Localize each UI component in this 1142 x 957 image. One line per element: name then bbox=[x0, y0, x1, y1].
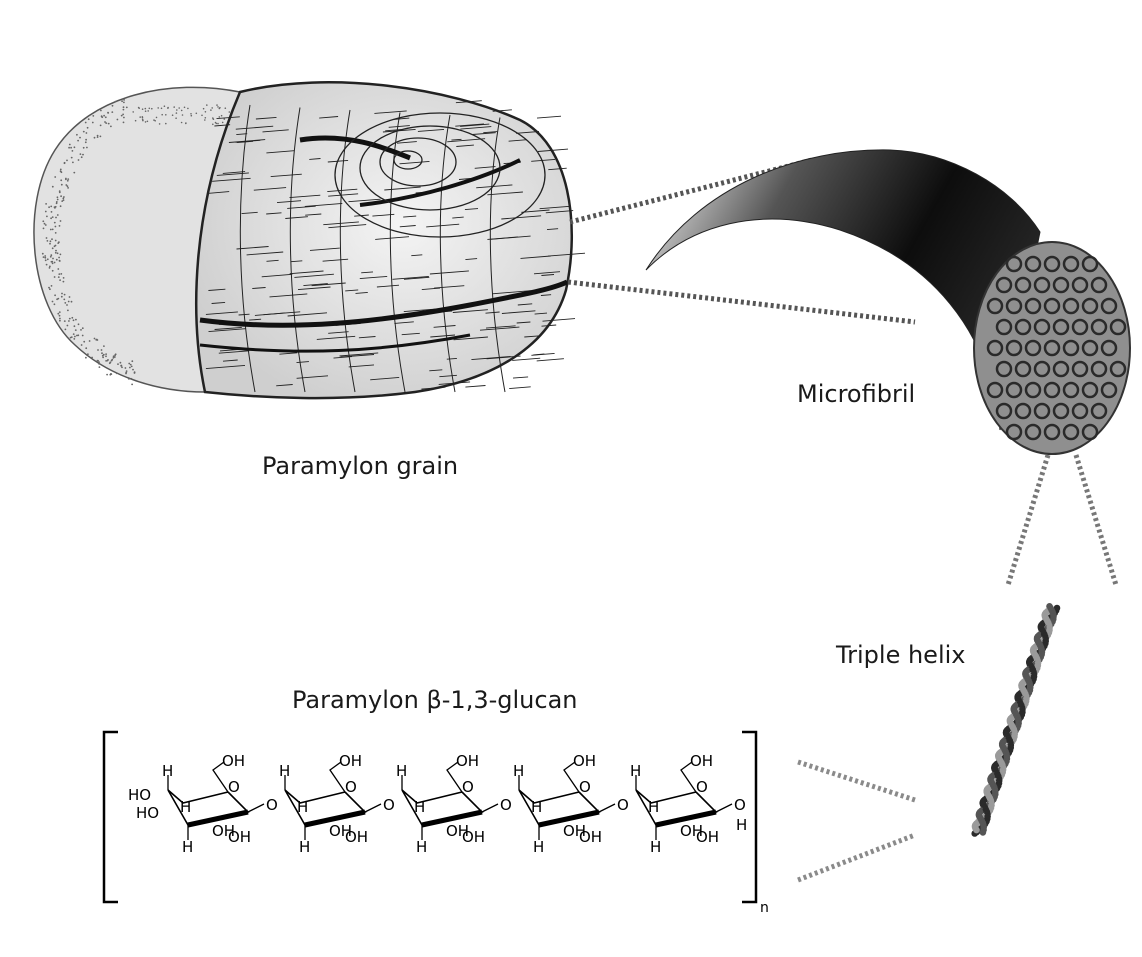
atom-label: H bbox=[182, 838, 193, 856]
atom-label: H bbox=[533, 838, 544, 856]
atom-label: H bbox=[162, 762, 173, 780]
paramylon-grain-drawing bbox=[34, 82, 585, 398]
left-bracket bbox=[104, 732, 118, 902]
atom-label: OH bbox=[222, 752, 245, 770]
label-triple-helix: Triple helix bbox=[836, 641, 965, 669]
atom-label: O bbox=[383, 796, 395, 814]
label-paramylon-grain: Paramylon grain bbox=[262, 452, 458, 480]
atom-label: H bbox=[736, 816, 747, 834]
atom-label: H bbox=[650, 838, 661, 856]
atom-label: O bbox=[696, 778, 708, 796]
atom-label: O bbox=[266, 796, 278, 814]
atom-label: OH bbox=[345, 828, 368, 846]
atom-label: HO bbox=[136, 804, 159, 822]
atom-label: H bbox=[180, 798, 191, 816]
glucan-formula: n HOHOHOHHOHOHOHOHOHOHOHHOHOHOHOHOHHOHOH… bbox=[104, 732, 769, 916]
atom-label: HO bbox=[128, 786, 151, 804]
repeat-subscript: n bbox=[760, 900, 769, 916]
triple-helix-drawing bbox=[971, 603, 1060, 837]
label-paramylon-glucan: Paramylon β-1,3-glucan bbox=[292, 686, 577, 714]
atom-label: O bbox=[734, 796, 746, 814]
atom-label: H bbox=[299, 838, 310, 856]
connector-fibril-to-helix bbox=[1008, 455, 1116, 585]
microfibril-cross-section bbox=[974, 242, 1130, 454]
label-microfibril: Microfibril bbox=[797, 380, 915, 408]
atom-label: OH bbox=[228, 828, 251, 846]
atom-label: O bbox=[462, 778, 474, 796]
atom-label: OH bbox=[462, 828, 485, 846]
atom-label: H bbox=[648, 798, 659, 816]
atom-label: O bbox=[228, 778, 240, 796]
atom-label: OH bbox=[573, 752, 596, 770]
atom-label: H bbox=[297, 798, 308, 816]
atom-label: O bbox=[500, 796, 512, 814]
atom-label: H bbox=[630, 762, 641, 780]
atom-label: H bbox=[513, 762, 524, 780]
microfibril-drawing bbox=[646, 150, 1130, 454]
atom-label: OH bbox=[339, 752, 362, 770]
atom-label: OH bbox=[456, 752, 479, 770]
atom-label: OH bbox=[696, 828, 719, 846]
atom-label: H bbox=[531, 798, 542, 816]
atom-label: H bbox=[414, 798, 425, 816]
atom-label: OH bbox=[579, 828, 602, 846]
atom-label: H bbox=[279, 762, 290, 780]
atom-label: O bbox=[345, 778, 357, 796]
atom-label: O bbox=[617, 796, 629, 814]
atom-label: H bbox=[416, 838, 427, 856]
atom-label: H bbox=[396, 762, 407, 780]
connector-helix-to-glucan bbox=[798, 762, 915, 880]
atom-label: OH bbox=[690, 752, 713, 770]
atom-label: O bbox=[579, 778, 591, 796]
